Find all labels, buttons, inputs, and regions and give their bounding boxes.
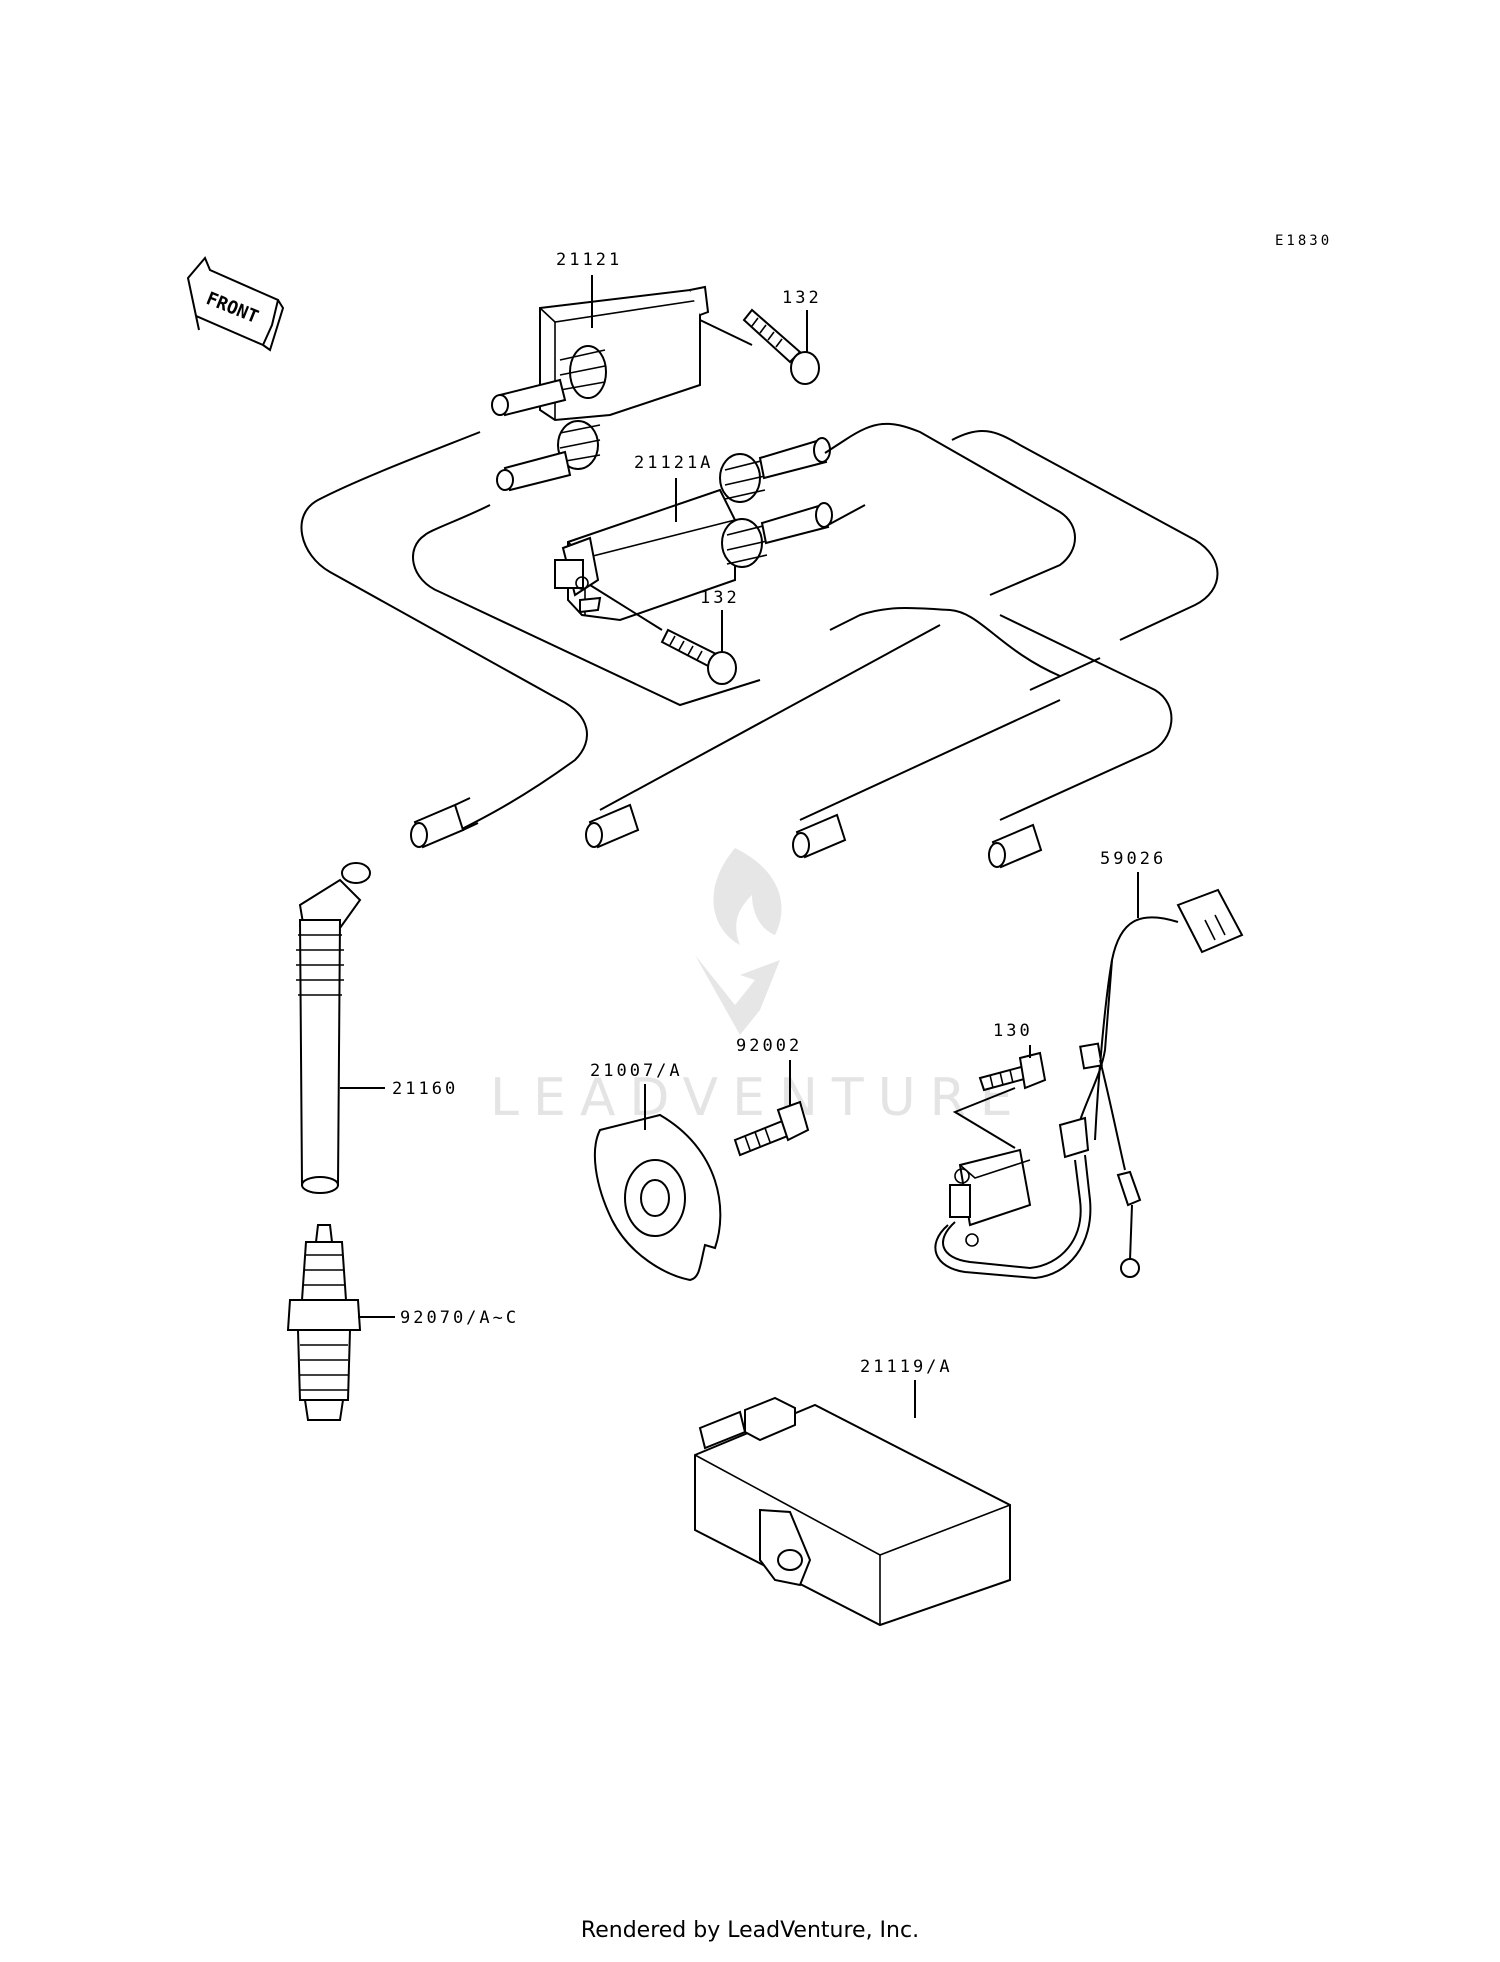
ignition-coil-lower: 21121A — [554, 437, 833, 622]
lead-cap-3 — [792, 813, 847, 859]
bolt-132-upper: 132 — [699, 288, 822, 385]
timing-rotor: 21007/A — [590, 1061, 722, 1282]
part-label-bolt-lower: 132 — [700, 588, 740, 608]
spark-plug-lead: 21160 — [296, 862, 458, 1194]
part-label-rotor: 21007/A — [590, 1061, 683, 1081]
ht-lead-routing — [300, 422, 1219, 836]
diagram-code: E1830 — [1275, 233, 1333, 249]
leadventure-watermark: LEADVENTURE — [490, 848, 1027, 1128]
ignition-coil-upper: 21121 — [491, 250, 710, 492]
part-label-bolt-upper: 132 — [782, 288, 822, 308]
part-label-coil-lower: 21121A — [634, 453, 713, 473]
part-label-harness: 59026 — [1100, 849, 1166, 869]
igniter-unit: 21119/A — [694, 1357, 1011, 1627]
rotor-screw: 92002 — [733, 1036, 810, 1157]
part-label-plug-lead: 21160 — [392, 1079, 458, 1099]
watermark-text: LEADVENTURE — [490, 1068, 1027, 1128]
lead-cap-2 — [585, 803, 640, 849]
spark-plug: 92070/A~C — [286, 1224, 519, 1421]
footer-credit: Rendered by LeadVenture, Inc. — [580, 1918, 920, 1943]
part-label-spark-plug: 92070/A~C — [400, 1308, 519, 1328]
part-label-screw: 92002 — [736, 1036, 802, 1056]
front-arrow-icon: FRONT — [186, 256, 285, 352]
lead-end-caps — [410, 797, 1043, 869]
part-label-coil-upper: 21121 — [556, 250, 622, 270]
bolt-130: 130 — [978, 1021, 1047, 1092]
lead-cap-1 — [410, 797, 479, 849]
part-label-bolt-pickup: 130 — [993, 1021, 1033, 1041]
bolt-132-lower: 132 — [589, 584, 740, 685]
pickup-coil-harness: 59026 — [934, 849, 1244, 1280]
part-label-igniter: 21119/A — [860, 1357, 953, 1377]
lead-cap-4 — [988, 823, 1043, 869]
